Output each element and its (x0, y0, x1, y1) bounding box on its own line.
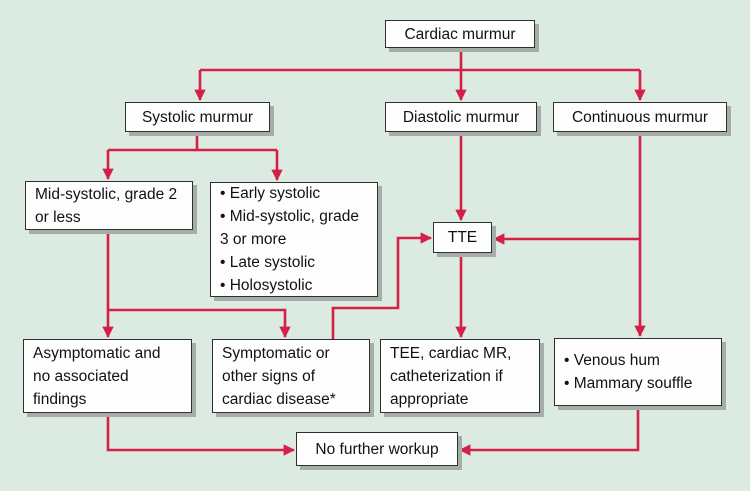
node-symptomatic: Symptomatic or other signs of cardiac di… (212, 339, 370, 413)
arrow-venous-to-noworkup (458, 406, 640, 456)
node-continuous-murmur: Continuous murmur (553, 102, 727, 132)
connector-systolic-trunk (108, 132, 277, 152)
node-venous-hum-list: • Venous hum • Mammary souffle (554, 338, 722, 406)
node-midsystolic-grade2: Mid-systolic, grade 2 or less (25, 181, 193, 230)
node-tee-cardiac-mr: TEE, cardiac MR, catheterization if appr… (380, 339, 540, 413)
node-tte: TTE (433, 222, 492, 253)
arrow-midsystolic-to-symptomatic (108, 308, 291, 339)
node-cardiac-murmur: Cardiac murmur (385, 20, 535, 48)
arrow-asymptomatic-to-noworkup (106, 413, 296, 456)
node-diastolic-murmur: Diastolic murmur (385, 102, 537, 132)
connector-cardiac-trunk (200, 48, 640, 72)
node-systolic-types-list: • Early systolic • Mid-systolic, grade 3… (210, 182, 378, 297)
node-asymptomatic: Asymptomatic and no associated findings (23, 339, 192, 413)
arrow-symptomatic-to-tte (331, 232, 433, 339)
node-systolic-murmur: Systolic murmur (125, 102, 270, 132)
node-no-further-workup: No further workup (296, 432, 458, 466)
